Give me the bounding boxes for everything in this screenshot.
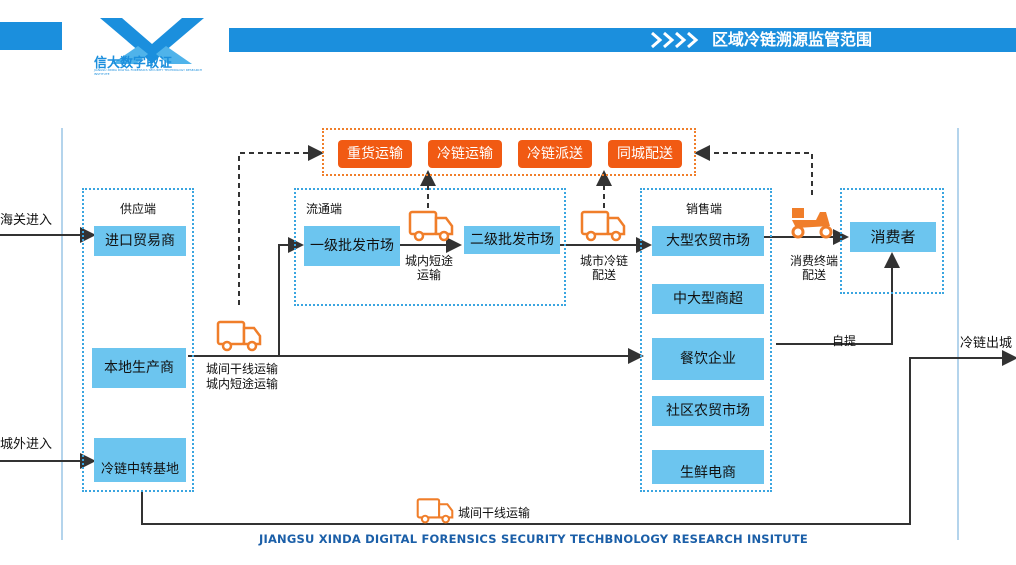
sales-item-catering[interactable]: 餐饮企业: [652, 338, 764, 380]
output-label: 冷链出城: [960, 336, 1013, 351]
circulation-section: [294, 188, 566, 306]
supply-section: [82, 188, 194, 492]
supply-item-transfer-base[interactable]: 冷链中转基地: [94, 438, 186, 482]
truck-icon: [580, 210, 626, 242]
truck-icon: [216, 320, 262, 352]
logo-name: 信大数字取证: [94, 56, 173, 71]
short-haul-transport-label: 城内短途运输: [206, 377, 279, 391]
transport-heavy[interactable]: 重货运输: [338, 140, 412, 168]
footer-text: JIANGSU XINDA DIGITAL FORENSICS SECURITY…: [259, 532, 808, 546]
wholesale-second[interactable]: 二级批发市场: [464, 226, 560, 254]
header-bar: [229, 28, 1016, 52]
supply-item-importer[interactable]: 进口贸易商: [94, 226, 186, 256]
logo-icon: [100, 18, 204, 64]
header-left-bar: [0, 22, 62, 50]
delivery-scooter-icon: [791, 208, 833, 239]
circulation-label: 流通端: [306, 202, 343, 216]
customs-input-label: 海关进入: [0, 213, 53, 228]
transport-cold-dispatch[interactable]: 冷链派送: [518, 140, 592, 168]
short-haul-label-1: 城内短途: [404, 254, 453, 268]
bottom-intercity-label: 城间干线运输: [458, 506, 531, 520]
wholesale-first[interactable]: 一级批发市场: [304, 226, 400, 266]
end-delivery-label-1: 消费终端: [789, 254, 838, 268]
sales-label: 销售端: [686, 202, 723, 216]
city-cold-label-1: 城市冷链: [579, 254, 628, 268]
transport-cold-chain[interactable]: 冷链运输: [428, 140, 502, 168]
intercity-transport-label: 城间干线运输: [206, 362, 279, 376]
truck-icon: [416, 498, 454, 524]
transport-same-city[interactable]: 同城配送: [608, 140, 682, 168]
consumer-box[interactable]: 消费者: [850, 222, 936, 252]
sales-section: [640, 188, 772, 492]
supply-label: 供应端: [120, 202, 157, 216]
truck-icon: [408, 210, 454, 242]
chevrons-icon: [651, 31, 699, 49]
sales-item-community-market[interactable]: 社区农贸市场: [652, 396, 764, 426]
sales-item-supermarket[interactable]: 中大型商超: [652, 284, 764, 314]
outside-city-input-label: 城外进入: [0, 437, 53, 452]
page-title: 区域冷链溯源监管范围: [712, 30, 873, 49]
transport-types-section: [322, 128, 696, 176]
logo-subtitle: JIANGSU XINDA DIGITAL FORENSICS SECURITY…: [94, 68, 202, 76]
city-cold-label-2: 配送: [591, 268, 616, 282]
self-pickup-label: 自提: [832, 334, 857, 348]
sales-item-fresh-ecommerce[interactable]: 生鲜电商: [652, 450, 764, 484]
short-haul-label-2: 运输: [416, 268, 441, 282]
end-delivery-label-2: 配送: [801, 268, 826, 282]
supply-item-local-producer[interactable]: 本地生产商: [92, 348, 186, 388]
consumer-section: [840, 188, 944, 294]
sales-item-large-market[interactable]: 大型农贸市场: [652, 226, 764, 256]
